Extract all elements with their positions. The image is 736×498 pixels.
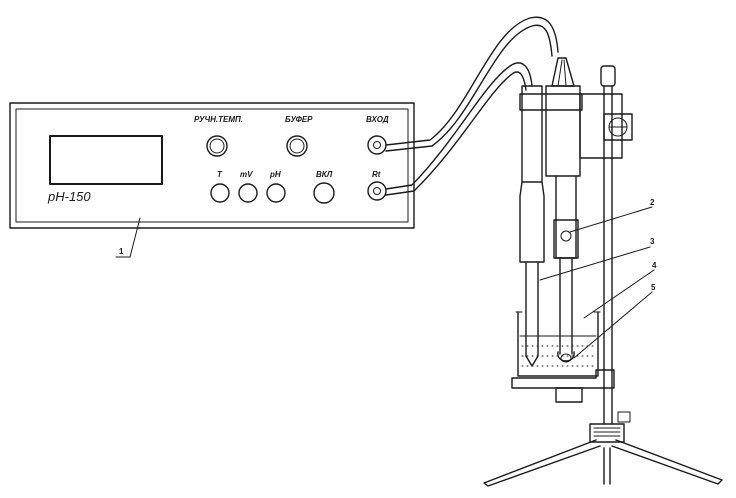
electrode-cables	[385, 16, 559, 196]
millivolt-button-label: mV	[240, 170, 253, 179]
power-on-knob[interactable]	[313, 182, 335, 204]
callout-line-1	[129, 217, 141, 258]
beaker-platform	[511, 369, 615, 389]
meter-model-label: pH-150	[47, 189, 91, 204]
buffer-label: БУФЕР	[285, 115, 313, 124]
tripod-leg-left	[483, 439, 601, 487]
reference-electrode-head	[521, 85, 543, 183]
glass-electrode-sleeve	[553, 219, 579, 259]
input-socket-pin	[373, 141, 381, 149]
meter-display-window	[49, 135, 163, 185]
callout-label-1: 1	[119, 247, 124, 256]
platform-clamp	[555, 387, 583, 403]
callout-label-5: 5	[651, 283, 656, 292]
meter-case-inner	[15, 108, 409, 223]
glass-electrode-cap-ribs	[557, 59, 567, 87]
callout-line-5	[573, 291, 653, 359]
ph-button[interactable]	[266, 183, 286, 203]
callout-line-2	[569, 206, 653, 233]
stand-rod	[603, 85, 613, 425]
input-socket[interactable]	[367, 135, 387, 155]
beaker-walls	[517, 311, 599, 377]
upper-clamp-body	[579, 93, 623, 159]
buffer-knob[interactable]	[286, 135, 308, 157]
rt-socket-label: Rt	[372, 170, 381, 179]
rt-cable-a	[385, 62, 533, 190]
millivolt-button[interactable]	[238, 183, 258, 203]
input-socket-label: ВХОД	[366, 115, 389, 124]
electrode-holder-arm	[519, 93, 583, 111]
reference-electrode-body	[519, 181, 545, 263]
electrodes	[519, 57, 581, 367]
lab-stand	[483, 65, 723, 487]
reference-electrode-tube	[525, 261, 539, 357]
temperature-button-label: T	[217, 170, 223, 179]
glass-electrode-stem	[555, 175, 577, 259]
glass-electrode-head	[545, 85, 581, 177]
ph-button-label: pH	[269, 170, 281, 179]
rt-cable-b	[385, 71, 527, 196]
solution-hatching	[521, 345, 595, 367]
buffer-knob-inner	[289, 138, 305, 154]
rt-socket[interactable]	[367, 181, 387, 201]
glass-electrode-bulb-inner	[560, 353, 572, 363]
tripod-hub-knurl	[593, 427, 621, 437]
glass-electrode-cap	[551, 57, 575, 87]
meter-case-outer	[9, 102, 415, 229]
tripod-hub	[589, 423, 625, 443]
rt-socket-pin	[373, 187, 381, 195]
input-cable-a	[385, 16, 559, 146]
callout-label-2: 2	[650, 198, 655, 207]
ph-meter-unit: РУЧН.ТЕМП. БУФЕР ВХОД T mV pH ВКЛ Rt pH-…	[9, 102, 415, 229]
tripod-leg-right	[611, 439, 723, 485]
glass-electrode-bulb	[557, 351, 575, 362]
manual-temp-knob[interactable]	[206, 135, 228, 157]
rod-top-knob	[600, 65, 616, 87]
callout-line-3	[539, 246, 651, 281]
manual-temp-knob-inner	[209, 138, 225, 154]
upper-clamp-screw	[603, 113, 633, 141]
manual-temp-label: РУЧН.ТЕМП.	[194, 115, 243, 124]
power-on-label: ВКЛ	[316, 170, 333, 179]
glass-electrode-window	[560, 230, 572, 242]
tripod-leg-center	[603, 447, 611, 485]
input-cable-b	[385, 24, 553, 152]
temperature-button[interactable]	[210, 183, 230, 203]
tripod-screw	[617, 411, 631, 423]
callout-line-4	[583, 269, 655, 319]
callouts: 1 2 3 4 5	[115, 198, 657, 359]
callout-label-4: 4	[652, 261, 657, 270]
beaker	[515, 311, 601, 377]
reference-electrode-tip	[525, 355, 539, 367]
callout-label-3: 3	[650, 237, 655, 246]
